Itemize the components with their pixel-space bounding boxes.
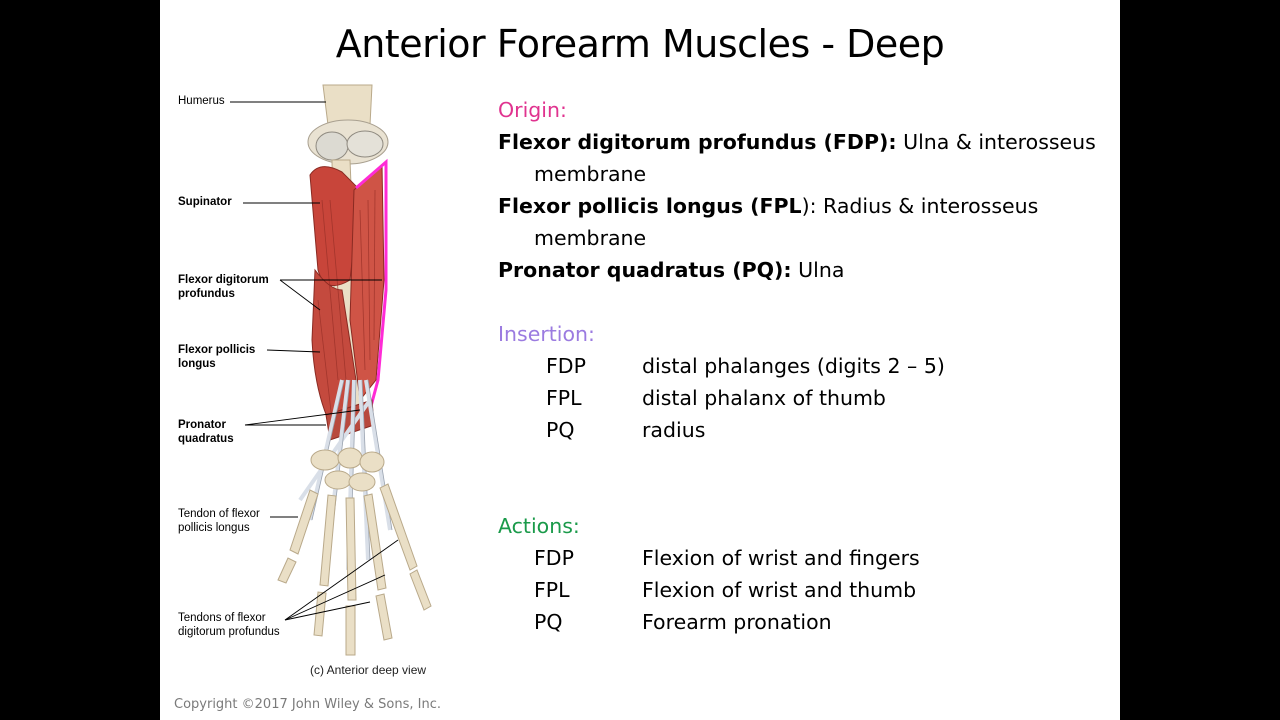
slide-title: Anterior Forearm Muscles - Deep [335,22,945,66]
label-fpl: Flexor pollicis longus [178,344,256,370]
figure-caption: (c) Anterior deep view [310,663,427,677]
origin-entry-fdp: Flexor digitorum profundus (FDP): Ulna &… [498,130,1096,186]
slide: Anterior Forearm Muscles - Deep [160,0,1120,720]
humerus-bone [322,84,373,126]
leader-lines [230,101,399,621]
anatomy-figure: Humerus Supinator Flexor digitorum profu… [160,80,480,690]
origin-entry-pq: Pronator quadratus (PQ): Ulna [498,258,845,282]
label-tendons-fdp: Tendons of flexor digitorum profundus [178,612,280,638]
origin-heading: Origin: [498,98,567,122]
label-pq: Pronator quadratus [178,419,234,445]
origin-entry-fpl: Flexor pollicis longus (FPL): Radius & i… [498,194,1039,250]
label-humerus: Humerus [178,95,225,107]
label-supinator: Supinator [178,196,232,208]
fpl-highlight-outline [355,158,388,411]
hand-bones [277,447,432,656]
label-tendon-fpl: Tendon of flexor pollicis longus [178,508,260,534]
insertion-heading: Insertion: [498,322,595,346]
forearm-illustration [230,84,432,656]
label-fdp: Flexor digitorum profundus [178,274,269,300]
muscle-info: Origin: Flexor digitorum profundus (FDP)… [498,94,1108,638]
copyright-notice: Copyright ©2017 John Wiley & Sons, Inc. [174,697,441,712]
actions-heading: Actions: [498,514,580,538]
